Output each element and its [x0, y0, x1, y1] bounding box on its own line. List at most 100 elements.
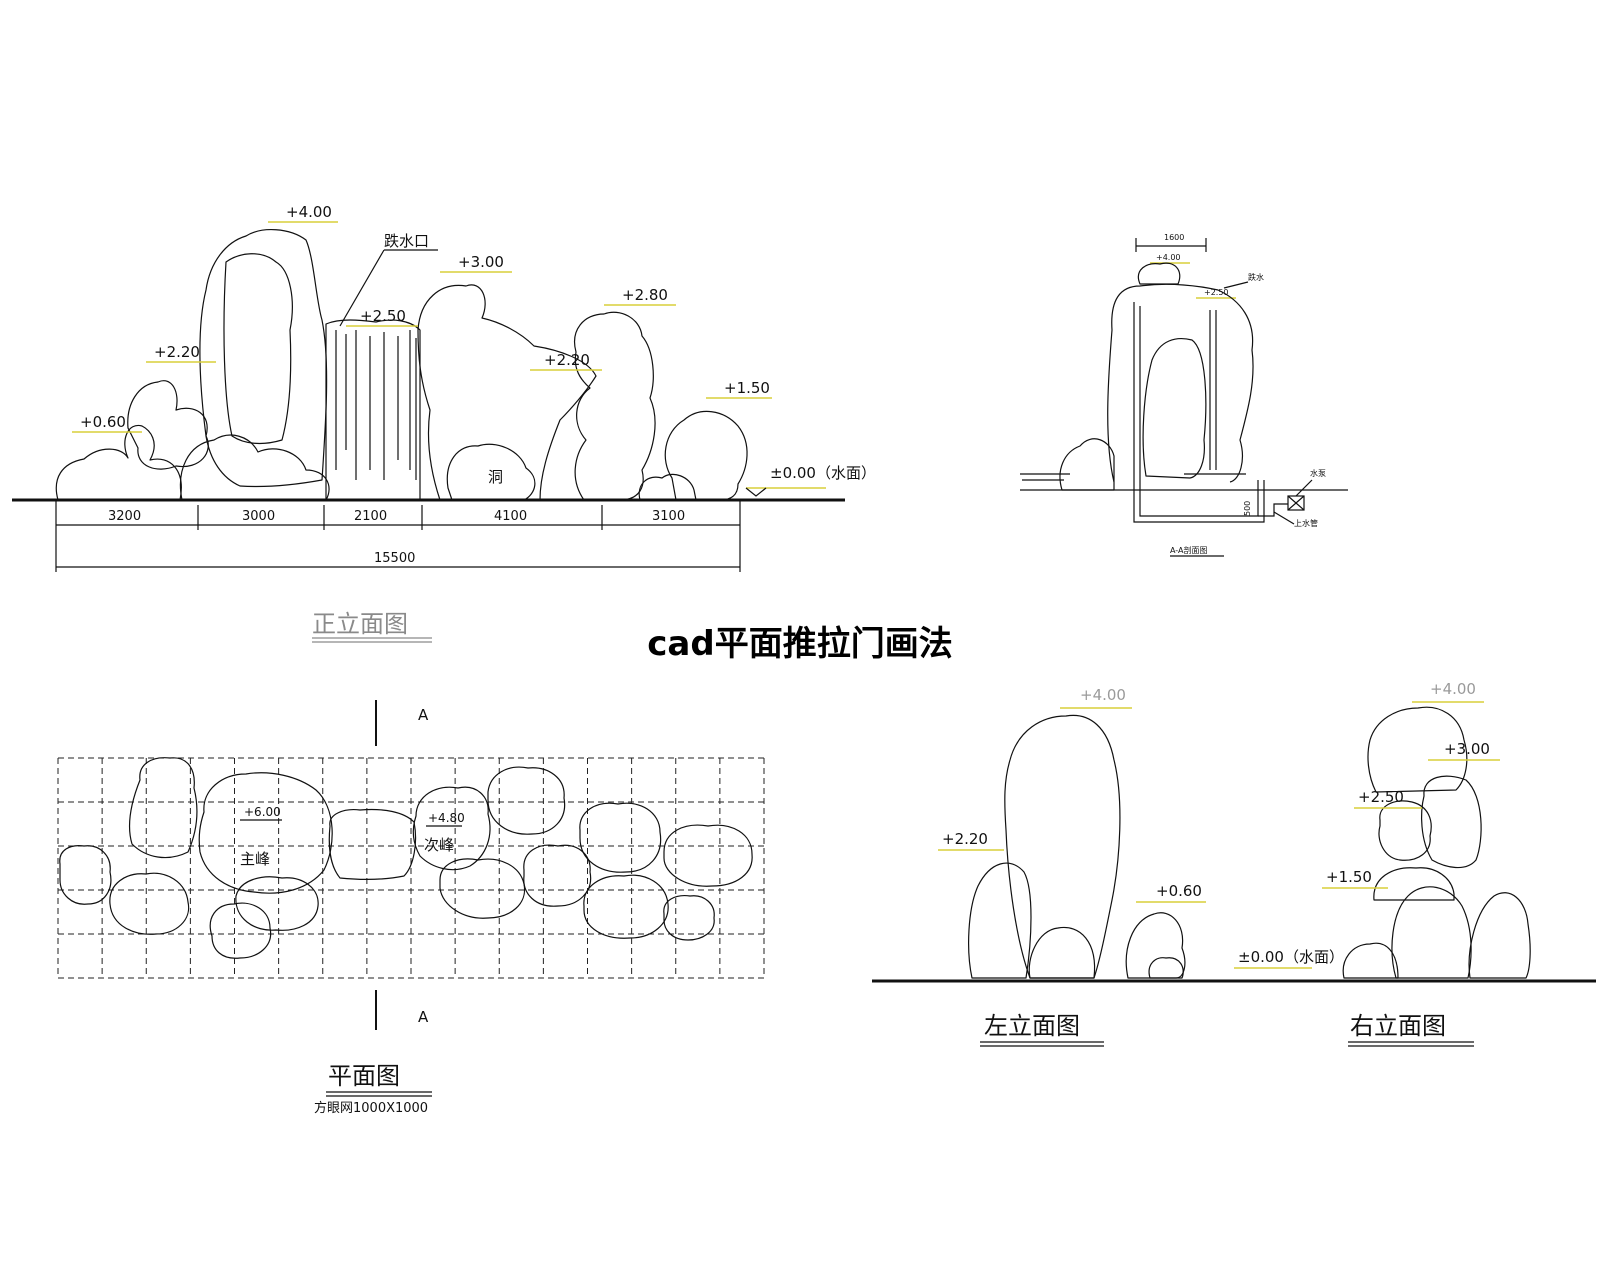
front-level-2.20-left: +2.20 [146, 343, 216, 363]
plan-rock [523, 844, 592, 907]
plan-rock [209, 902, 272, 959]
right-rock-top [1367, 706, 1468, 793]
front-level-1.50: +1.50 [706, 379, 772, 399]
front-dimension: 3100 [652, 509, 685, 524]
plan-rock [235, 876, 319, 931]
front-total-dimension: 15500 [374, 551, 415, 566]
plan-level-secondary: +4.80 [428, 811, 465, 825]
plan-rock [328, 808, 417, 880]
front-waterfall-stripes [335, 330, 417, 480]
front-level-label: +3.00 [458, 253, 504, 271]
left-rock-main [1004, 714, 1121, 979]
front-dimension-chain: 3200 3000 2100 4100 3100 15500 [55, 500, 741, 572]
plan-rock-secondary [412, 786, 491, 871]
front-dimension: 2100 [354, 509, 387, 524]
plan-rock [579, 802, 662, 873]
section-level-label: +4.00 [1156, 253, 1181, 262]
right-rock-mid [1421, 775, 1482, 869]
front-rock-behind-center [417, 284, 597, 501]
section-rock-inner [1142, 338, 1207, 479]
plan-label-main: 主峰 [240, 850, 270, 868]
section-depth-dimension: 500 [1243, 501, 1252, 516]
right-rock-back [1373, 867, 1455, 901]
left-elevation: +4.00 +2.20 +0.60 左立面图 [872, 686, 1596, 1047]
left-level-label: +2.20 [942, 830, 988, 848]
left-level-label: +4.00 [1080, 686, 1126, 704]
front-rock-cave [446, 443, 536, 501]
right-rock-mid-left [1378, 800, 1432, 861]
plan-rock-main [198, 772, 333, 894]
right-elevation: +4.00 +3.00 +2.50 +1.50 ±0.00（水面） 右立面图 [1234, 680, 1531, 1047]
front-rock-main-peak [199, 229, 328, 488]
right-level-label: +1.50 [1326, 868, 1372, 886]
front-rock-right-small [664, 410, 748, 501]
front-rock-base-mid [179, 434, 330, 501]
front-level-3.00: +3.00 [440, 253, 512, 273]
section-rock-left-small [1059, 438, 1115, 491]
front-level-label: +2.50 [360, 307, 406, 325]
left-elevation-title: 左立面图 [984, 1012, 1080, 1040]
front-dimension: 3200 [108, 509, 141, 524]
section-pipe [1258, 503, 1288, 517]
front-level-label: ±0.00（水面） [770, 464, 876, 482]
front-rock-waterfall-left [325, 319, 421, 500]
left-rock-pebble [1148, 957, 1184, 979]
section-callout-top: 跌水 [1248, 272, 1264, 282]
plan-section-mark-top: A [418, 706, 429, 724]
front-level-2.20-right: +2.20 [530, 351, 602, 371]
front-level-4.00: +4.00 [268, 203, 338, 223]
front-level-label: +2.80 [622, 286, 668, 304]
front-rock-left-base [55, 424, 182, 501]
plan-grid [57, 757, 765, 979]
front-level-0.00: ±0.00（水面） [745, 464, 876, 497]
front-level-label: +2.20 [544, 351, 590, 369]
right-rock-left [1342, 942, 1399, 979]
right-rock-right [1468, 892, 1531, 979]
front-elevation-title: 正立面图 [312, 610, 408, 638]
plan-grid-note: 方眼网1000X1000 [314, 1100, 428, 1116]
plan-label-secondary: 次峰 [424, 836, 454, 854]
front-rock-right-peak [574, 311, 656, 501]
front-level-label: +4.00 [286, 203, 332, 221]
section-rock-top [1137, 262, 1181, 285]
front-level-label: +0.60 [80, 413, 126, 431]
right-level-label: ±0.00（水面） [1238, 948, 1344, 966]
section-aa: 1600 +4.00 +2.50 跌水 水泵 上水管 500 A-A剖面图 [1020, 233, 1348, 557]
section-title: A-A剖面图 [1170, 545, 1207, 555]
front-level-0.60: +0.60 [72, 413, 142, 433]
plan-title: 平面图 [328, 1062, 400, 1090]
plan-view: +6.00 主峰 +4.80 次峰 A A 平面图 方眼网1000X1000 [57, 700, 765, 1116]
plan-rock [583, 874, 669, 939]
front-level-2.50: +2.50 [346, 307, 418, 327]
front-level-label: +2.20 [154, 343, 200, 361]
left-level-label: +0.60 [1156, 882, 1202, 900]
page-title: cad平面推拉门画法 [647, 624, 953, 664]
right-level-label: +4.00 [1430, 680, 1476, 698]
right-rock-lower [1391, 886, 1472, 979]
plan-rock [663, 895, 715, 941]
front-rock-right-base [638, 473, 697, 501]
left-rock-base [1028, 926, 1096, 979]
plan-rock [487, 766, 566, 835]
right-elevation-title: 右立面图 [1350, 1012, 1446, 1040]
plan-rock [663, 824, 753, 887]
right-level-label: +2.50 [1358, 788, 1404, 806]
plan-section-mark-bottom: A [418, 1008, 429, 1026]
plan-rock [129, 757, 198, 859]
front-rock-peak-core [223, 253, 293, 445]
plan-rock [59, 845, 112, 905]
left-rock-left [968, 862, 1032, 979]
left-rock-right [1125, 912, 1186, 979]
section-top-dimension: 1600 [1164, 233, 1184, 242]
front-dimension: 4100 [494, 509, 527, 524]
right-level-label: +3.00 [1444, 740, 1490, 758]
front-callout-waterfall: 跌水口 [384, 232, 429, 250]
section-callout-pipe: 上水管 [1294, 518, 1318, 528]
front-level-2.80: +2.80 [604, 286, 676, 306]
plan-level-main: +6.00 [244, 805, 281, 819]
front-callout-cave: 洞 [488, 468, 503, 486]
section-callout-pump: 水泵 [1310, 468, 1326, 478]
section-rock-body [1107, 283, 1254, 483]
front-rock-small-left [127, 380, 209, 470]
